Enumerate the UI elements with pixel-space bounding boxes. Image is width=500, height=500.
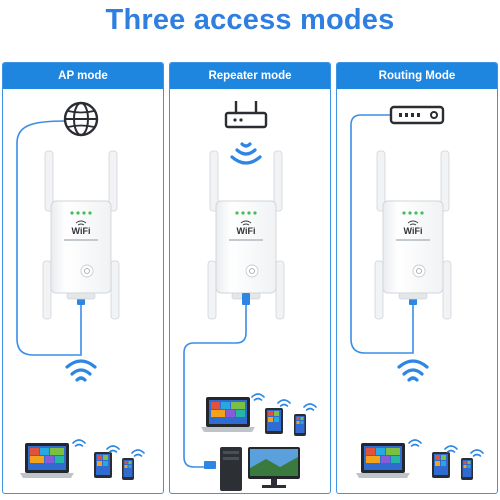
- ap-mode-header: AP mode: [3, 63, 163, 89]
- wifi-small-icon: [408, 439, 422, 447]
- device-wifi-label: WiFi: [237, 226, 256, 236]
- globe-icon: [63, 101, 99, 137]
- router-icon: [224, 101, 268, 129]
- wifi-signal-icon: [397, 359, 429, 382]
- tablet-icon: [94, 452, 112, 478]
- page-title: Three access modes: [105, 4, 395, 36]
- wifi-small-icon: [72, 439, 86, 447]
- wifi-small-icon: [444, 445, 458, 453]
- wifi-signal-icon: [65, 359, 97, 382]
- device-wifi-label: WiFi: [404, 226, 423, 236]
- device-wifi-label: WiFi: [72, 226, 91, 236]
- laptop-icon: [356, 443, 410, 478]
- wifi-small-icon: [131, 449, 145, 457]
- wifi-signal-icon: [230, 142, 262, 165]
- wifi-small-icon: [106, 445, 120, 453]
- phone-icon: [294, 414, 306, 436]
- ap-mode-panel: AP mode WiFi: [2, 62, 164, 494]
- wifi-small-icon: [277, 399, 291, 407]
- tablet-icon: [432, 452, 450, 478]
- desktop-computer-icon: [220, 447, 300, 491]
- laptop-icon: [20, 443, 74, 478]
- tablet-icon: [265, 408, 283, 434]
- routing-mode-panel: Routing Mode WiFi: [336, 62, 498, 494]
- wifi-small-icon: [470, 449, 484, 457]
- wifi-small-icon: [303, 403, 317, 411]
- routing-mode-header: Routing Mode: [337, 63, 497, 89]
- repeater-mode-header: Repeater mode: [170, 63, 330, 89]
- laptop-icon: [201, 397, 255, 432]
- wifi-small-icon: [251, 393, 265, 401]
- phone-icon: [461, 458, 473, 480]
- modem-icon: [389, 105, 445, 125]
- phone-icon: [122, 458, 134, 480]
- repeater-mode-panel: Repeater mode WiFi: [169, 62, 331, 494]
